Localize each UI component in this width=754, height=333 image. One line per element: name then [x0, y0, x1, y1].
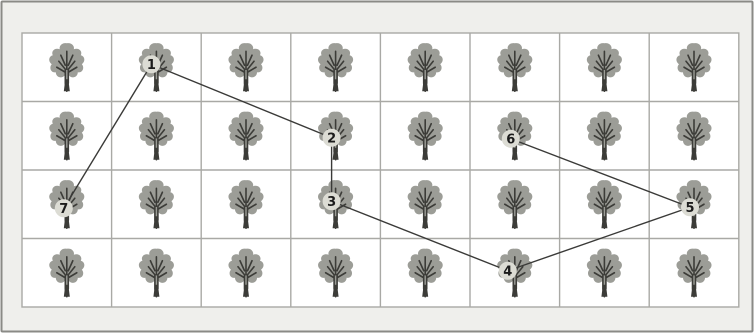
grid-cells [22, 33, 739, 307]
marker-label: 4 [503, 264, 512, 279]
path-marker-7: 7 [55, 200, 72, 217]
path-marker-5: 5 [682, 199, 699, 216]
marker-label: 6 [506, 132, 515, 147]
path-marker-1: 1 [143, 56, 160, 73]
marker-label: 3 [327, 195, 336, 210]
path-marker-2: 2 [323, 129, 340, 146]
path-marker-6: 6 [502, 130, 519, 147]
marker-label: 2 [327, 131, 336, 146]
marker-label: 7 [59, 202, 68, 217]
path-marker-4: 4 [499, 262, 516, 279]
path-marker-3: 3 [323, 193, 340, 210]
marker-label: 5 [685, 201, 694, 216]
marker-label: 1 [147, 58, 156, 73]
